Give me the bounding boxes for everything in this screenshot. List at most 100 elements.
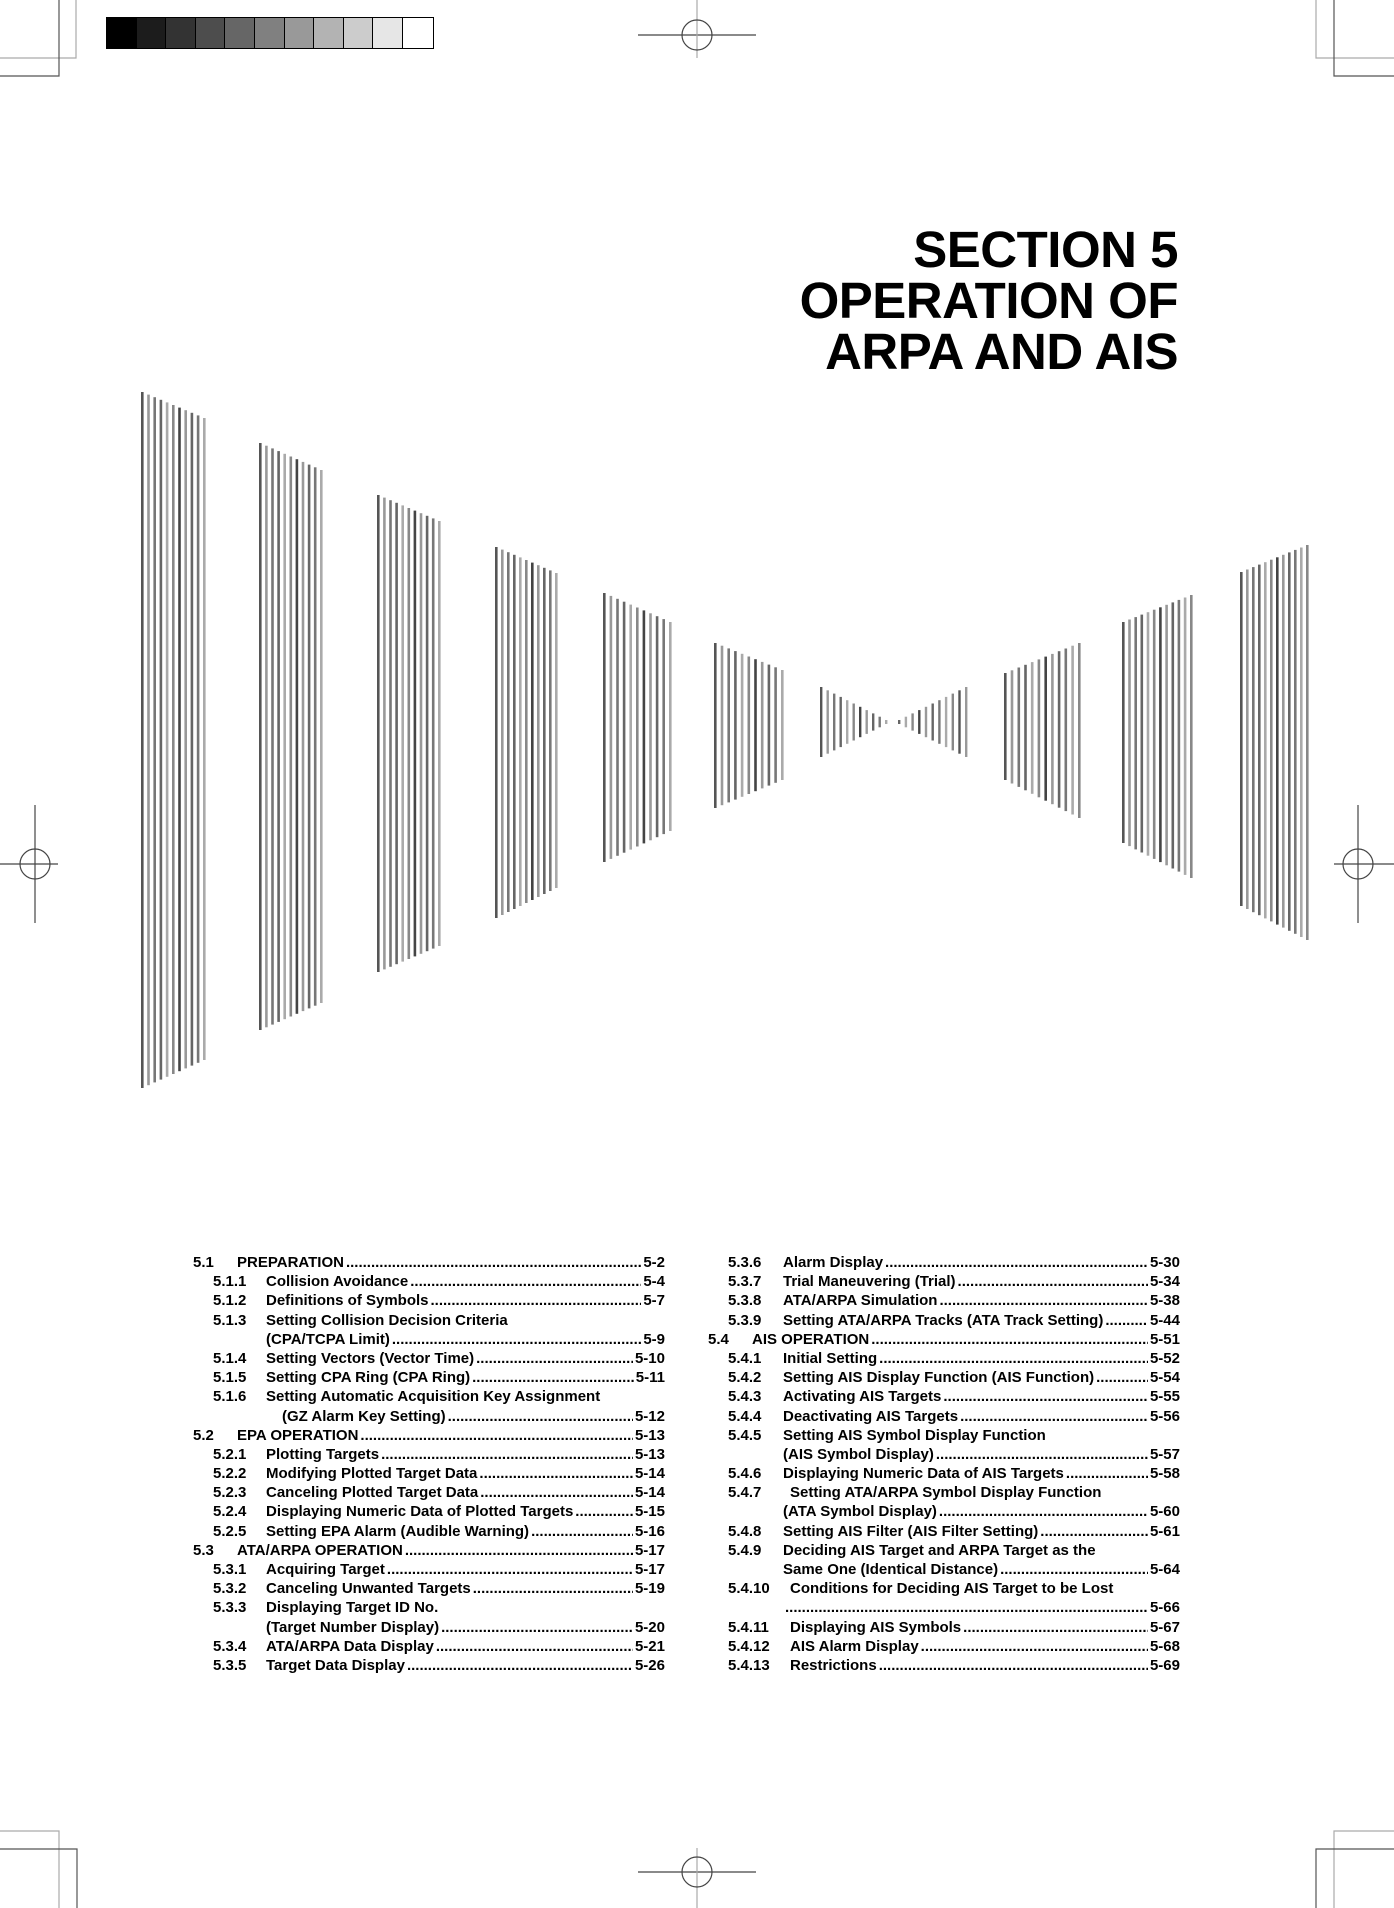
toc-entry-page: 5-66 <box>1149 1599 1180 1617</box>
toc-entry-page: 5-7 <box>643 1292 665 1310</box>
toc-entry[interactable]: 5.4.13Restrictions5-69 <box>708 1656 1180 1675</box>
toc-leader-dots <box>441 1618 633 1637</box>
toc-entry-title: Setting ATA/ARPA Symbol Display Function <box>790 1484 1102 1502</box>
toc-leader-dots <box>1040 1522 1148 1541</box>
gray-swatch <box>195 18 226 48</box>
toc-entry-title: AIS OPERATION <box>752 1330 870 1348</box>
toc-entry-number: 5.3.8 <box>728 1292 762 1310</box>
toc-entry-number: 5.3.5 <box>213 1656 247 1674</box>
toc-entry-title: Initial Setting <box>783 1349 878 1367</box>
toc-entry-title: Modifying Plotted Target Data <box>266 1465 478 1483</box>
toc-entry-number: 5.4.4 <box>728 1407 762 1425</box>
toc-leader-dots <box>943 1387 1148 1406</box>
toc-entry[interactable]: 5-66 <box>708 1598 1180 1617</box>
toc-entry[interactable]: 5.4.2 Setting AIS Display Function (AIS F… <box>708 1368 1180 1387</box>
toc-entry-number: 5.4.11 <box>728 1618 769 1636</box>
toc-entry-page: 5-68 <box>1149 1637 1180 1655</box>
gray-swatch <box>254 18 285 48</box>
toc-entry-title: Same One (Identical Distance) <box>783 1561 999 1578</box>
toc-entry[interactable]: 5.3.5 Target Data Display 5-26 <box>193 1656 665 1675</box>
toc-leader-dots <box>410 1272 641 1291</box>
toc-entry-title: Target Data Display <box>266 1656 405 1674</box>
toc-entry-page: 5-57 <box>1149 1445 1180 1463</box>
toc-leader-dots <box>1096 1368 1148 1387</box>
toc-entry-title: Displaying Numeric Data of AIS Targets <box>783 1465 1064 1483</box>
toc-entry-page: 5-16 <box>634 1522 665 1540</box>
toc-entry-number: 5.4.12 <box>728 1637 770 1655</box>
toc-entry-page: 5-26 <box>634 1656 665 1674</box>
toc-entry[interactable]: Same One (Identical Distance) 5-64 <box>708 1560 1180 1579</box>
toc-entry-number: 5.3 <box>193 1541 214 1559</box>
toc-entry-number: 5.4.5 <box>728 1426 762 1444</box>
toc-leader-dots <box>387 1560 633 1579</box>
toc-entry[interactable]: (ATA Symbol Display)5-60 <box>708 1502 1180 1521</box>
toc-entry-title: Plotting Targets <box>266 1445 380 1463</box>
toc-entry-number: 5.4.8 <box>728 1522 762 1540</box>
toc-entry-title: Definitions of Symbols <box>266 1292 429 1310</box>
toc-leader-dots <box>785 1598 1148 1617</box>
toc-entry-title: PREPARATION <box>237 1254 344 1271</box>
toc-entry-title: Collision Avoidance <box>266 1273 409 1291</box>
toc-entry-page: 5-30 <box>1149 1254 1180 1271</box>
toc-leader-dots <box>939 1291 1148 1310</box>
toc-leader-dots <box>958 1272 1148 1291</box>
toc-leader-dots <box>476 1349 633 1368</box>
toc-entry-number: 5.4.2 <box>728 1369 762 1387</box>
toc-entry-title: (ATA Symbol Display) <box>783 1503 937 1521</box>
toc-entry-page: 5-64 <box>1149 1561 1180 1578</box>
toc-entry[interactable]: (CPA/TCPA Limit)5-9 <box>193 1330 665 1349</box>
toc-entry[interactable]: 5.1PREPARATION5-2 <box>193 1253 665 1272</box>
toc-entry[interactable]: (AIS Symbol Display)5-57 <box>708 1445 1180 1464</box>
toc-entry-title: Setting Vectors (Vector Time) <box>266 1349 475 1367</box>
toc-entry-title: ATA/ARPA Simulation <box>783 1292 938 1310</box>
toc-leader-dots <box>879 1656 1148 1675</box>
toc-leader-dots <box>531 1522 633 1541</box>
toc-leader-dots <box>575 1502 633 1521</box>
toc-entry-title: Setting AIS Display Function (AIS Functi… <box>783 1369 1095 1387</box>
toc-entry[interactable]: (GZ Alarm Key Setting)5-12 <box>193 1407 665 1426</box>
toc-leader-dots <box>936 1445 1148 1464</box>
toc-leader-dots <box>963 1618 1148 1637</box>
toc-leader-dots <box>407 1656 633 1675</box>
toc-entry[interactable]: (Target Number Display)5-20 <box>193 1618 665 1637</box>
toc-leader-dots <box>871 1330 1148 1349</box>
toc-leader-dots <box>360 1426 633 1445</box>
toc-leader-dots <box>1066 1464 1148 1483</box>
toc-entry-page: 5-52 <box>1149 1349 1180 1367</box>
